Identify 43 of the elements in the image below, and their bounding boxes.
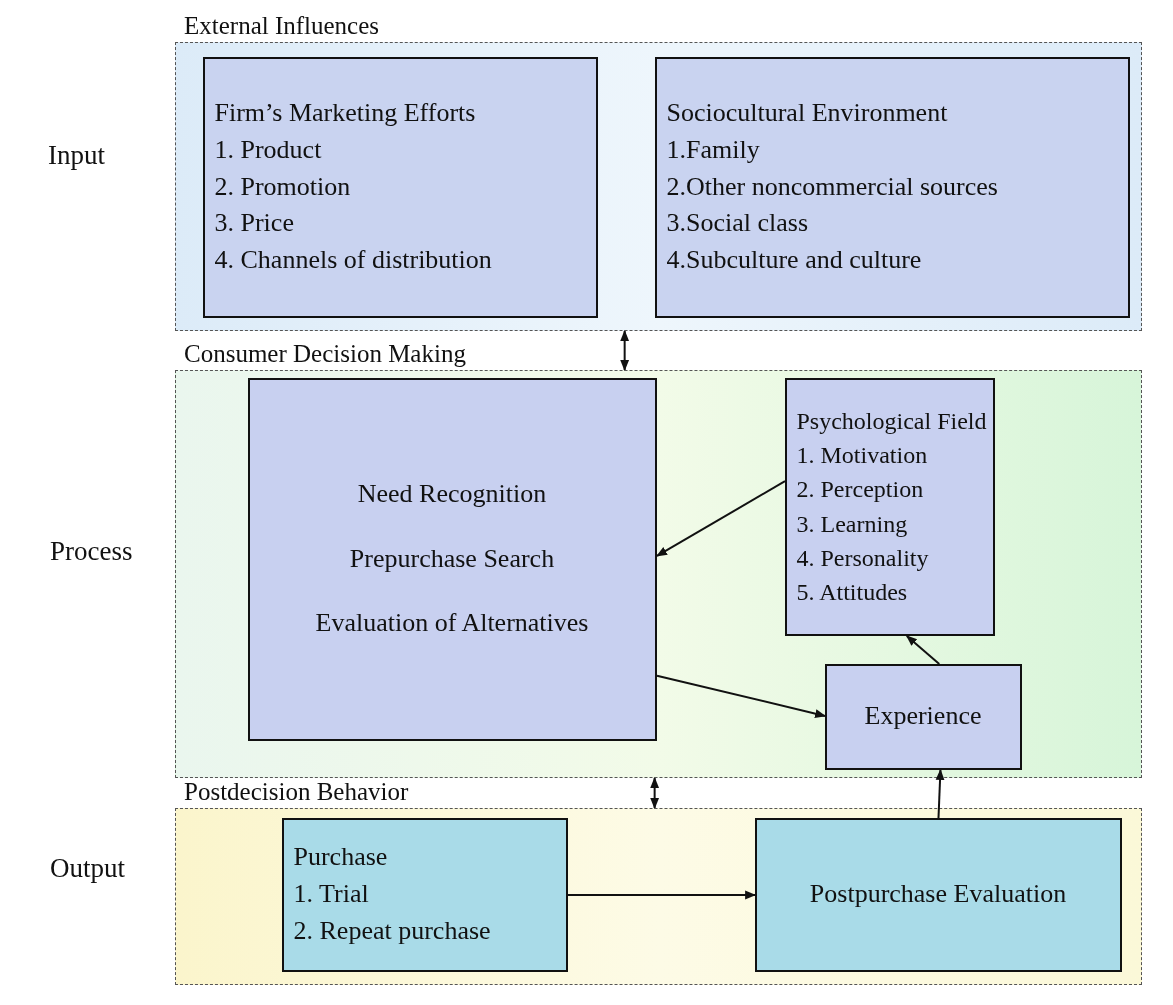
arrow <box>656 674 827 718</box>
box-text: Experience <box>864 700 982 733</box>
box-text: 3. Price <box>214 207 295 240</box>
box-heading: Sociocultural Environment <box>666 96 949 129</box>
box-text: 1. Product <box>214 133 323 166</box>
sociocultural-box <box>654 56 1130 318</box>
box-text: 1. Motivation <box>796 441 929 471</box>
arrow <box>567 890 757 900</box>
band-heading: Consumer Decision Making <box>184 340 466 368</box>
box-text: 1.Family <box>666 133 761 166</box>
arrow <box>650 776 660 810</box>
box-heading: Purchase <box>293 841 389 874</box>
stage-label: Output <box>50 853 125 884</box>
box-text: Evaluation of Alternatives <box>315 607 589 640</box>
box-text: 3. Learning <box>796 509 909 539</box>
box-text: 2. Perception <box>796 475 925 505</box>
psychological-field-box <box>784 377 995 636</box>
stage-label: Process <box>50 536 133 567</box>
box-text: 5. Attitudes <box>796 577 909 607</box>
arrow <box>620 329 630 372</box>
box-heading: Firm’s Marketing Efforts <box>214 96 477 129</box>
box-text: Prepurchase Search <box>349 542 555 575</box>
experience-box <box>824 663 1022 770</box>
box-text: 2. Promotion <box>214 170 352 203</box>
box-text: 2.Other noncommercial sources <box>666 170 999 203</box>
box-text: Postpurchase Evaluation <box>809 878 1067 911</box>
arrow <box>935 768 945 819</box>
postpurchase-evaluation-box <box>754 817 1122 972</box>
process-box <box>247 377 657 741</box>
box-text: 4.Subculture and culture <box>666 244 923 277</box>
marketing-efforts-box <box>202 56 598 318</box>
arrow <box>905 635 941 665</box>
box-text: 2. Repeat purchase <box>293 914 492 947</box>
box-text: 3.Social class <box>666 207 810 240</box>
arrow <box>656 480 786 557</box>
band-heading: External Influences <box>184 12 380 40</box>
band-heading: Postdecision Behavior <box>184 778 409 806</box>
box-text: Need Recognition <box>357 477 547 510</box>
box-text: 1. Trial <box>293 878 370 911</box>
box-text: 4. Personality <box>796 543 930 573</box>
box-text: 4. Channels of distribution <box>214 244 493 277</box>
stage-label: Input <box>48 140 105 171</box>
purchase-box <box>281 817 568 972</box>
